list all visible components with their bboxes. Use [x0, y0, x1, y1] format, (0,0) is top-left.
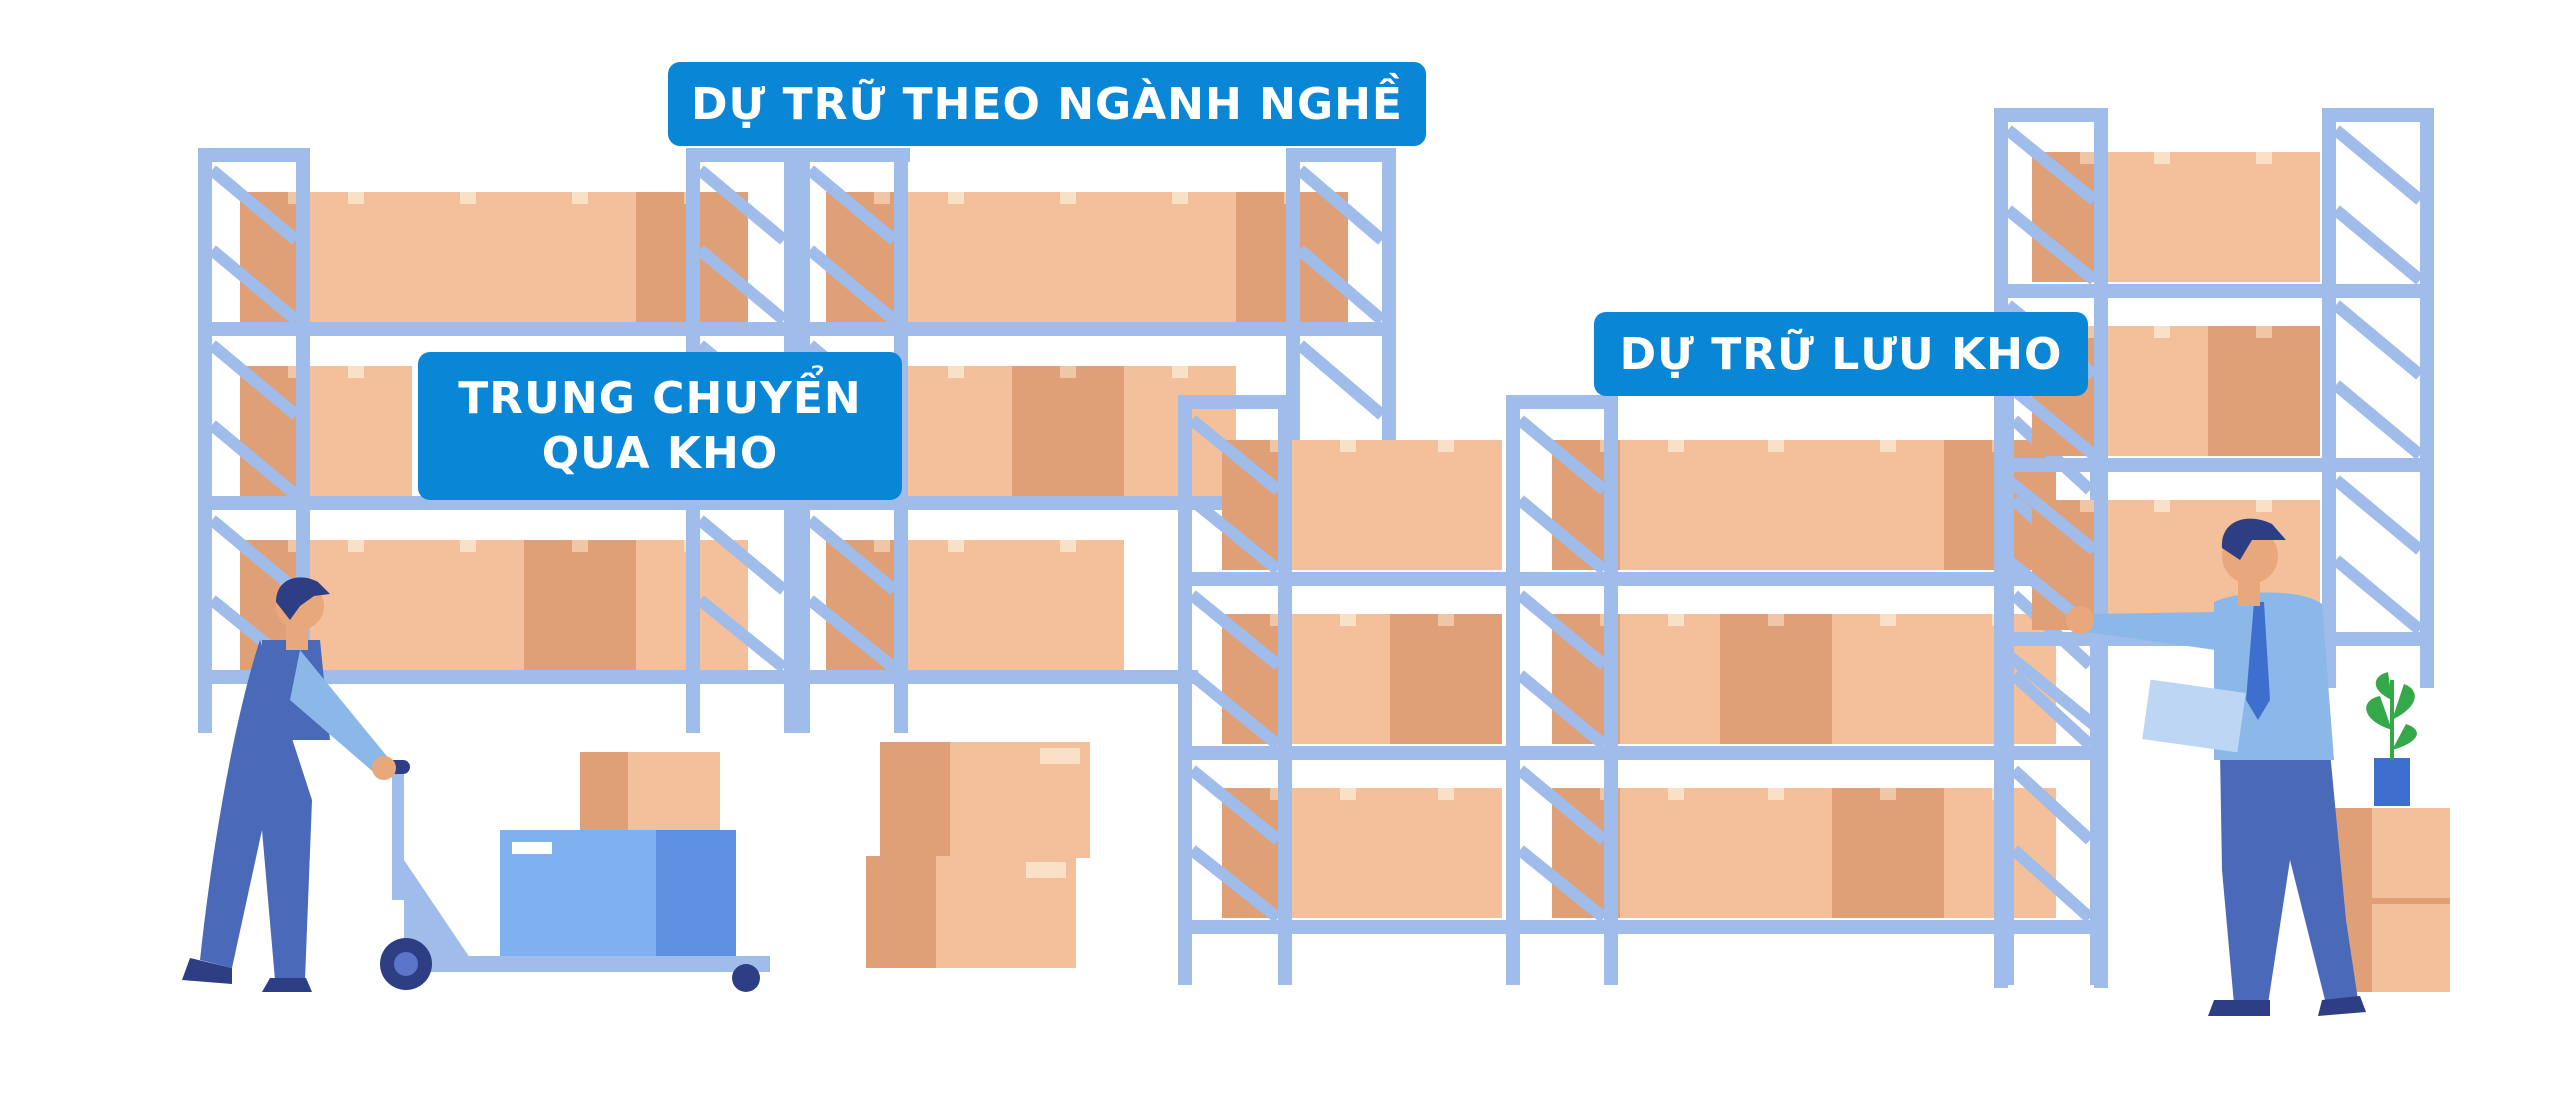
pallet-jack: [380, 752, 770, 992]
cross-dock-text-line2: QUA KHO: [541, 428, 779, 479]
worker-right: [2066, 518, 2366, 1016]
warehouse-storage-text: DỰ TRỮ LƯU KHO: [1619, 328, 2063, 380]
cross-dock-text-line1: TRUNG CHUYỂN: [458, 373, 862, 424]
industry-reserve-label: DỰ TRỮ THEO NGÀNH NGHỀ: [668, 62, 1426, 146]
industry-reserve-text: DỰ TRỮ THEO NGÀNH NGHỀ: [691, 78, 1403, 130]
cross-dock-label: TRUNG CHUYỂN QUA KHO: [418, 352, 902, 500]
warehouse-storage-label: DỰ TRỮ LƯU KHO: [1594, 312, 2088, 396]
plant: [2366, 672, 2417, 806]
rack-middle-boxes: [1222, 440, 2056, 918]
rack-middle: [1178, 395, 2104, 985]
worker-left: [182, 577, 396, 992]
floor-boxes: [866, 742, 2450, 992]
